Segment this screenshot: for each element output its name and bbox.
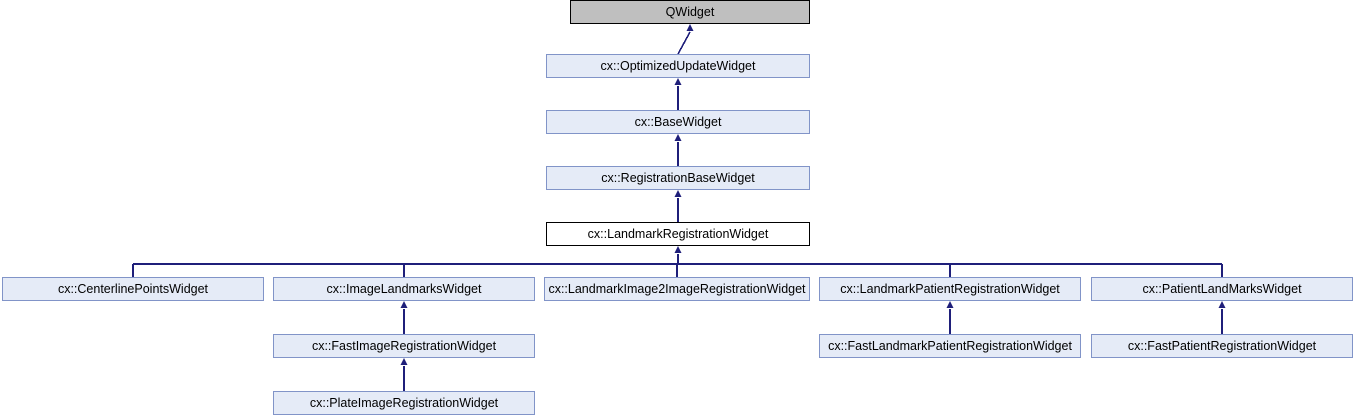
class-node-landmarkpatientregistration[interactable]: cx::LandmarkPatientRegistrationWidget xyxy=(819,277,1081,301)
class-node-label: cx::PatientLandMarksWidget xyxy=(1142,282,1302,296)
class-node-optimizedupdate[interactable]: cx::OptimizedUpdateWidget xyxy=(546,54,810,78)
class-node-registrationbase[interactable]: cx::RegistrationBaseWidget xyxy=(546,166,810,190)
sibling-bus-arrowhead xyxy=(674,246,682,253)
edge-landmarkregistration-to-registrationbase-arrowhead xyxy=(674,190,682,197)
class-node-label: cx::FastPatientRegistrationWidget xyxy=(1127,339,1317,353)
class-node-landmarkregistration[interactable]: cx::LandmarkRegistrationWidget xyxy=(546,222,810,246)
edge-optimizedupdate-to-qwidget xyxy=(677,31,691,55)
class-node-basewidget[interactable]: cx::BaseWidget xyxy=(546,110,810,134)
edge-fastpatientregistration-to-patientlandmarks-arrowhead xyxy=(1218,301,1226,308)
edge-basewidget-to-optimizedupdate-arrowhead xyxy=(674,78,682,85)
class-node-label: cx::BaseWidget xyxy=(634,115,722,129)
class-node-label: QWidget xyxy=(665,5,715,19)
edge-registrationbase-to-basewidget-arrowhead xyxy=(674,134,682,141)
class-node-qwidget[interactable]: QWidget xyxy=(570,0,810,24)
class-node-fastimageregistration[interactable]: cx::FastImageRegistrationWidget xyxy=(273,334,535,358)
class-node-label: cx::FastImageRegistrationWidget xyxy=(311,339,497,353)
class-node-label: cx::LandmarkImage2ImageRegistrationWidge… xyxy=(548,282,806,296)
class-node-label: cx::LandmarkRegistrationWidget xyxy=(587,227,769,241)
class-node-label: cx::PlateImageRegistrationWidget xyxy=(309,396,499,410)
class-node-centerlinepoints[interactable]: cx::CenterlinePointsWidget xyxy=(2,277,264,301)
class-node-label: cx::RegistrationBaseWidget xyxy=(601,171,755,185)
class-node-fastpatientregistration[interactable]: cx::FastPatientRegistrationWidget xyxy=(1091,334,1353,358)
edge-plateimageregistration-to-fastimageregistration-arrowhead xyxy=(400,358,408,365)
class-node-label: cx::ImageLandmarksWidget xyxy=(326,282,482,296)
edge-optimizedupdate-to-qwidget-arrowhead xyxy=(686,24,694,31)
class-node-label: cx::OptimizedUpdateWidget xyxy=(600,59,756,73)
class-node-landmarkimage2image[interactable]: cx::LandmarkImage2ImageRegistrationWidge… xyxy=(544,277,810,301)
class-node-patientlandmarks[interactable]: cx::PatientLandMarksWidget xyxy=(1091,277,1353,301)
class-node-label: cx::FastLandmarkPatientRegistrationWidge… xyxy=(828,339,1072,353)
class-node-label: cx::CenterlinePointsWidget xyxy=(57,282,209,296)
class-node-fastlandmarkpatient[interactable]: cx::FastLandmarkPatientRegistrationWidge… xyxy=(819,334,1081,358)
class-node-plateimageregistration[interactable]: cx::PlateImageRegistrationWidget xyxy=(273,391,535,415)
edge-fastimageregistration-to-imagelandmarks-arrowhead xyxy=(400,301,408,308)
class-node-imagelandmarks[interactable]: cx::ImageLandmarksWidget xyxy=(273,277,535,301)
class-node-label: cx::LandmarkPatientRegistrationWidget xyxy=(840,282,1060,296)
edge-fastlandmarkpatient-to-landmarkpatientregistration-arrowhead xyxy=(946,301,954,308)
